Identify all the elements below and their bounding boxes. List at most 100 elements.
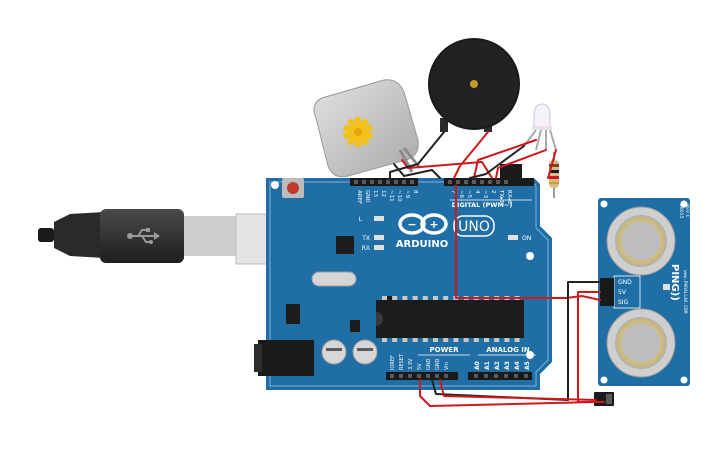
- mounting-hole: [271, 181, 279, 189]
- chip-pin: [412, 296, 418, 300]
- analog-pin-hole[interactable]: [524, 374, 528, 378]
- analog-pin-hole[interactable]: [514, 374, 518, 378]
- digital-pin-label: ~11: [388, 190, 394, 202]
- gear-tooth: [355, 139, 361, 147]
- digital-pin-label: ~6: [458, 190, 464, 199]
- power-pin-label: IOREF: [390, 355, 396, 370]
- mounting-hole: [526, 252, 534, 260]
- wires: [389, 131, 605, 407]
- svg-text:+: +: [429, 218, 438, 231]
- atmega328-chip: [376, 300, 524, 338]
- chip-pin: [422, 338, 428, 342]
- sensor-website: www.PARALLAX.COM: [682, 270, 688, 314]
- ping-ultrasonic-sensor[interactable]: GND 5V SIG PING)) www.PARALLAX.COM 28015…: [598, 198, 690, 386]
- piezo-buzzer[interactable]: [428, 38, 520, 132]
- digital-pin-hole[interactable]: [504, 180, 508, 184]
- reset-button[interactable]: [282, 178, 304, 198]
- on-label: ON: [522, 235, 531, 242]
- power-header: [386, 372, 458, 380]
- led-l-label: L: [359, 216, 363, 223]
- digital-pin-hole[interactable]: [480, 180, 484, 184]
- power-pin-label: GND: [435, 358, 441, 370]
- digital-pin-hole[interactable]: [394, 180, 398, 184]
- wire-buzzer-red: [453, 131, 489, 179]
- chip-pin: [402, 338, 408, 342]
- digital-pin-hole[interactable]: [496, 180, 500, 184]
- slide-switch[interactable]: [594, 392, 614, 406]
- uno-badge: [453, 215, 495, 237]
- infinity-logo-icon: − +: [398, 213, 448, 235]
- power-pin-label: RESET: [399, 353, 405, 370]
- digital-pin-hole[interactable]: [402, 180, 406, 184]
- wire-resistor: [547, 149, 557, 179]
- chip-pin: [494, 338, 500, 342]
- analog-pin-label: A0: [474, 361, 481, 370]
- chip-pin: [422, 296, 428, 300]
- power-pin-label: Vin: [444, 362, 450, 370]
- power-pin-label: 5V: [417, 363, 423, 370]
- digital-pin-hole[interactable]: [472, 180, 476, 184]
- power-pin-hole[interactable]: [408, 374, 412, 378]
- analog-pin-label: A3: [504, 361, 511, 370]
- gear-tooth: [355, 117, 361, 125]
- usb-chip: [336, 236, 354, 254]
- usb-icon: [127, 228, 160, 244]
- digital-pin-hole[interactable]: [378, 180, 382, 184]
- analog-pin-label: A5: [524, 361, 531, 370]
- digital-pin-hole[interactable]: [464, 180, 468, 184]
- sensor-revision: REV C: [684, 204, 690, 218]
- power-pin-hole[interactable]: [399, 374, 403, 378]
- icsp-header: [500, 164, 522, 178]
- analog-pin-label: A4: [514, 361, 521, 370]
- wire-led-red-2: [495, 149, 547, 179]
- voltage-regulator: [286, 304, 300, 324]
- analog-pin-hole[interactable]: [474, 374, 478, 378]
- digital-pin-hole[interactable]: [448, 180, 452, 184]
- led-tx-label: TX: [361, 235, 370, 242]
- digital-pin-label: TX▸1: [498, 189, 504, 203]
- digital-header-label: DIGITAL (PWM~): [452, 201, 513, 209]
- chip-pin: [473, 338, 479, 342]
- analog-pin-label: A1: [484, 361, 491, 370]
- digital-pin-label: AREF: [356, 190, 362, 204]
- rx-led: [374, 245, 384, 250]
- rgb-led[interactable]: [523, 103, 557, 151]
- digital-pin-label: 13: [372, 190, 378, 197]
- dc-power-jack: [254, 340, 314, 376]
- digital-pin-hole[interactable]: [456, 180, 460, 184]
- chip-pin: [504, 338, 510, 342]
- chip-pin: [392, 296, 398, 300]
- dc-motor[interactable]: [313, 79, 422, 178]
- power-pin-label: GND: [426, 358, 432, 370]
- analog-pin-hole[interactable]: [504, 374, 508, 378]
- analog-pin-label: A2: [494, 361, 501, 370]
- power-pin-hole[interactable]: [444, 374, 448, 378]
- digital-pin-hole[interactable]: [362, 180, 366, 184]
- digital-pin-label: 7: [450, 190, 456, 194]
- svg-text:−: −: [407, 218, 416, 231]
- chip-pin: [443, 338, 449, 342]
- analog-pin-hole[interactable]: [494, 374, 498, 378]
- led-rx-label: RX: [362, 245, 370, 252]
- power-pin-hole[interactable]: [426, 374, 430, 378]
- digital-pin-hole[interactable]: [370, 180, 374, 184]
- power-pin-hole[interactable]: [390, 374, 394, 378]
- digital-pin-hole[interactable]: [386, 180, 390, 184]
- wire-switch-red: [419, 379, 595, 407]
- digital-pin-hole[interactable]: [410, 180, 414, 184]
- buzzer-hole: [470, 80, 478, 88]
- analog-pin-hole[interactable]: [484, 374, 488, 378]
- usb-cable: [38, 209, 289, 265]
- chip-pin: [433, 296, 438, 300]
- digital-pin-hole[interactable]: [488, 180, 492, 184]
- digital-pin-label: 2: [490, 190, 496, 194]
- digital-pin-label: 12: [380, 190, 386, 197]
- power-pin-hole[interactable]: [435, 374, 439, 378]
- power-pin-hole[interactable]: [417, 374, 421, 378]
- chip-pin: [453, 338, 459, 342]
- digital-pin-hole[interactable]: [354, 180, 358, 184]
- uno-model-text: UNO: [458, 219, 490, 235]
- digital-pin-label: ~3: [482, 190, 488, 199]
